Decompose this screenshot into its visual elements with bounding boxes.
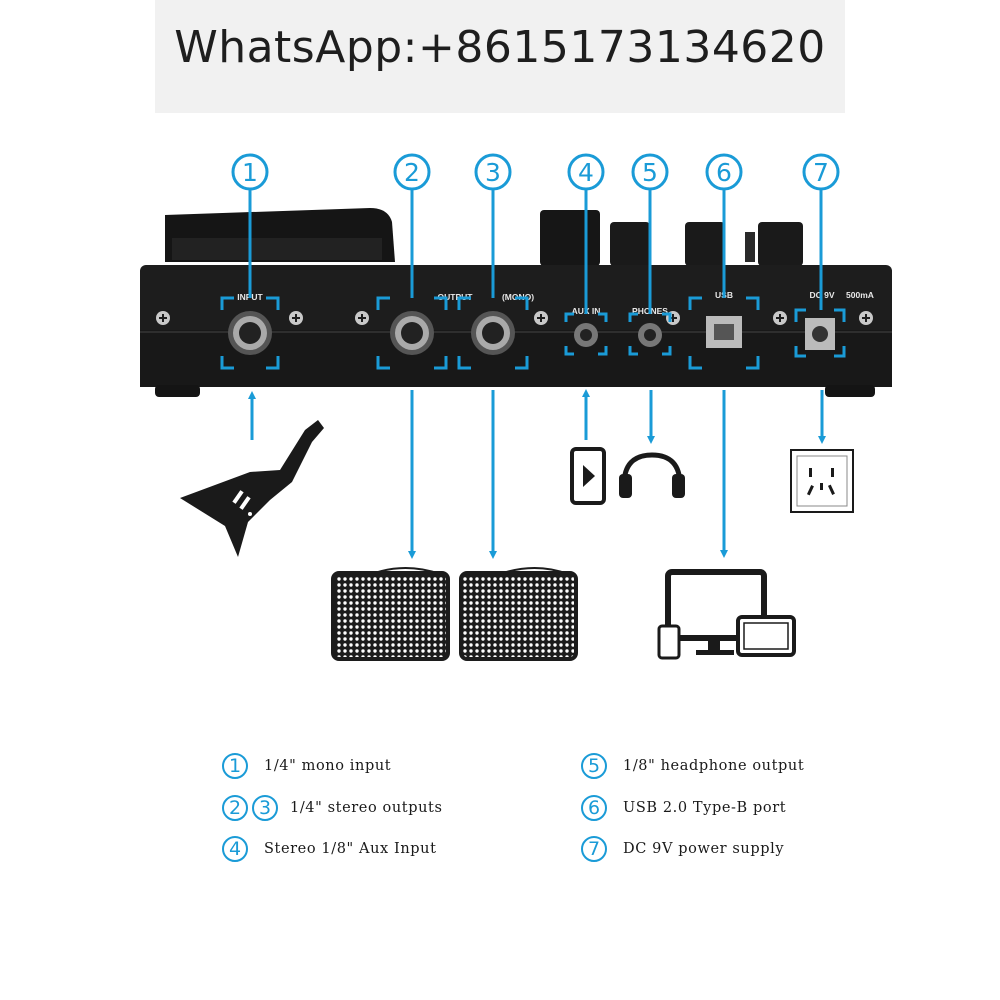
guitar-processor-device: INPUT OUTPUT (MONO) AUX IN PHONES USB DC… xyxy=(140,208,892,397)
callout-number-5: 5 xyxy=(642,158,658,187)
knob-3 xyxy=(685,222,725,266)
callout-circle-2 xyxy=(393,153,431,191)
knob-1 xyxy=(540,210,600,266)
callout-circle-6 xyxy=(705,153,743,191)
headphones-icon xyxy=(619,452,685,498)
watermark-banner: WhatsApp:+8615173134620 xyxy=(155,0,845,113)
output-jack xyxy=(390,311,434,355)
device-foot-right xyxy=(825,385,875,397)
callout-number-3: 3 xyxy=(485,158,501,187)
callout-markers: 1 2 3 4 5 6 7 xyxy=(231,153,840,191)
callout-circle-4 xyxy=(567,153,605,191)
aux-in-jack xyxy=(574,323,598,347)
speaker-cabinet-icon xyxy=(459,567,578,661)
output-label: OUTPUT xyxy=(438,292,474,302)
connection-arrows xyxy=(248,389,826,559)
callout-circle-7 xyxy=(802,153,840,191)
port-highlight-brackets xyxy=(220,296,846,370)
callout-number-6: 6 xyxy=(716,158,732,187)
knob-4 xyxy=(758,222,803,266)
callout-circle-5 xyxy=(631,153,669,191)
phone-play-icon xyxy=(570,447,606,505)
power-outlet-icon xyxy=(790,449,854,513)
watermark-text: WhatsApp:+8615173134620 xyxy=(174,22,826,73)
computer-devices-icon xyxy=(657,569,796,660)
phones-jack xyxy=(638,323,662,347)
callout-circle-3 xyxy=(474,153,512,191)
callout-number-7: 7 xyxy=(813,158,829,187)
callout-lines xyxy=(248,190,823,314)
speaker-cabinet-icon xyxy=(331,567,450,661)
callout-number-2: 2 xyxy=(404,158,420,187)
callout-number-4: 4 xyxy=(578,158,594,187)
guitar-icon xyxy=(180,420,324,557)
input-jack xyxy=(228,311,272,355)
ma-label: 500mA xyxy=(846,290,874,300)
mono-output-jack xyxy=(471,311,515,355)
device-foot-left xyxy=(155,385,200,397)
usb-port xyxy=(706,316,742,348)
dc-power-jack xyxy=(805,318,835,350)
callout-circle-1 xyxy=(231,153,269,191)
knob-2 xyxy=(610,222,650,266)
callout-number-1: 1 xyxy=(242,158,258,187)
